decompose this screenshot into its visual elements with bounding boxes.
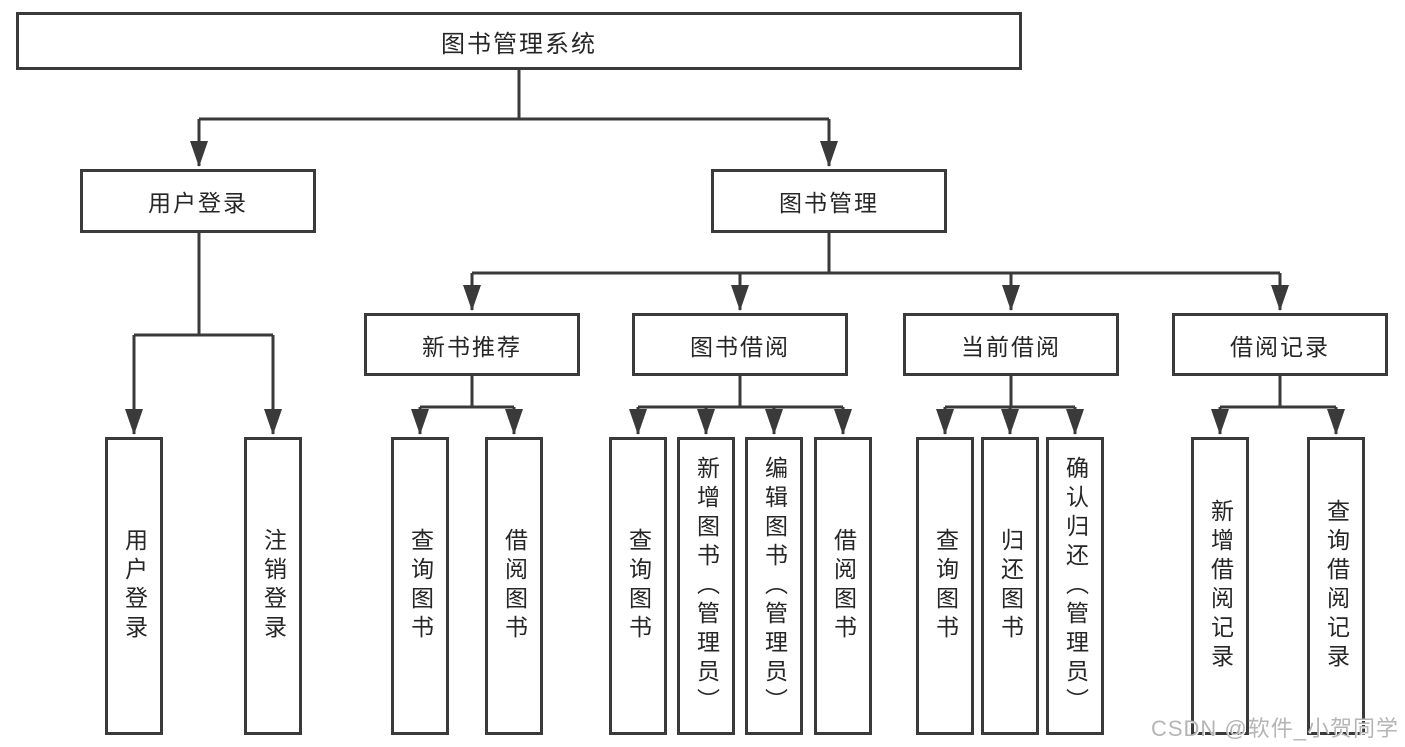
node-book-management: 图书管理 (711, 169, 947, 233)
node-current-borrowing: 当前借阅 (903, 313, 1119, 376)
node-add-borrow-record: 新增借阅记录 (1191, 437, 1249, 735)
node-add-book-admin: 新增图书（管理员） (677, 437, 735, 735)
node-return-books: 归还图书 (981, 437, 1039, 735)
node-query-books-recommend: 查询图书 (391, 437, 449, 735)
node-library-system: 图书管理系统 (16, 12, 1022, 70)
node-query-books-borrowing: 查询图书 (609, 437, 667, 735)
node-book-borrowing: 图书借阅 (632, 313, 848, 376)
csdn-watermark: CSDN @软件_小贺同学 (1150, 716, 1399, 741)
node-query-borrow-record: 查询借阅记录 (1307, 437, 1365, 735)
node-confirm-return-admin: 确认归还（管理员） (1046, 437, 1104, 735)
node-new-book-recommend: 新书推荐 (364, 313, 580, 376)
node-logout: 注销登录 (244, 437, 302, 735)
node-borrow-books-recommend: 借阅图书 (485, 437, 543, 735)
node-edit-book-admin: 编辑图书（管理员） (745, 437, 803, 735)
node-borrowing-records: 借阅记录 (1172, 313, 1388, 376)
node-user-login: 用户登录 (105, 437, 163, 735)
node-query-books-current: 查询图书 (916, 437, 974, 735)
node-user-login-branch: 用户登录 (80, 169, 316, 233)
node-borrow-books-borrowing: 借阅图书 (814, 437, 872, 735)
